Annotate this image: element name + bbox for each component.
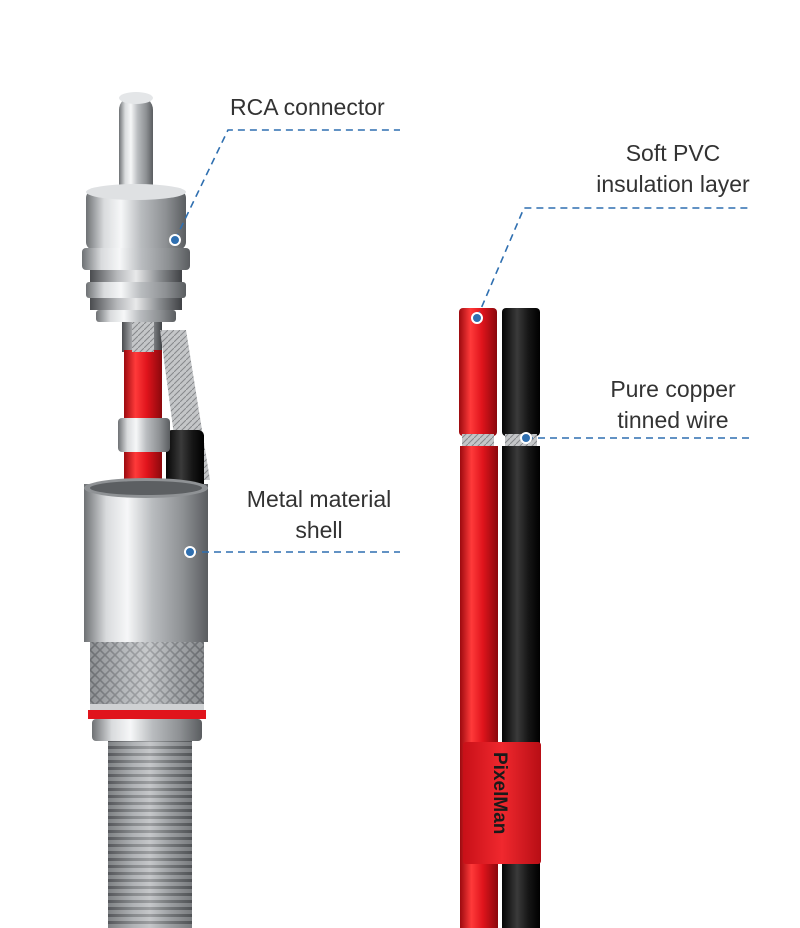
leader-rca	[174, 129, 400, 241]
label-metal-shell-line2: shell	[295, 517, 343, 543]
leader-dots	[169, 234, 532, 558]
label-soft-pvc-line1: Soft PVC	[625, 140, 721, 166]
brand-sleeve	[463, 742, 541, 864]
label-pure-copper: Pure copper tinned wire	[580, 374, 766, 436]
red-ring-band	[88, 710, 206, 719]
speaker-wire-pair	[459, 308, 541, 928]
connector-head	[86, 190, 186, 250]
label-metal-shell-line1: Metal material	[246, 486, 392, 512]
label-pure-copper-line1: Pure copper	[610, 376, 736, 402]
leader-pvc	[476, 207, 750, 319]
label-soft-pvc: Soft PVC insulation layer	[578, 138, 768, 200]
brand-logo-text: PixelMan	[489, 752, 510, 834]
red-conductor	[459, 308, 497, 436]
rca-connector-assembly	[82, 92, 210, 928]
label-rca-connector: RCA connector	[230, 94, 385, 120]
leader-lines	[174, 129, 750, 553]
center-pin	[119, 96, 153, 206]
label-soft-pvc-line2: insulation layer	[596, 171, 750, 197]
crimp-ring	[118, 418, 170, 452]
metal-shell	[84, 484, 208, 642]
thread-ring	[82, 248, 190, 270]
label-metal-shell: Metal material shell	[224, 484, 414, 546]
black-conductor	[502, 308, 540, 436]
label-pure-copper-line2: tinned wire	[617, 407, 729, 433]
